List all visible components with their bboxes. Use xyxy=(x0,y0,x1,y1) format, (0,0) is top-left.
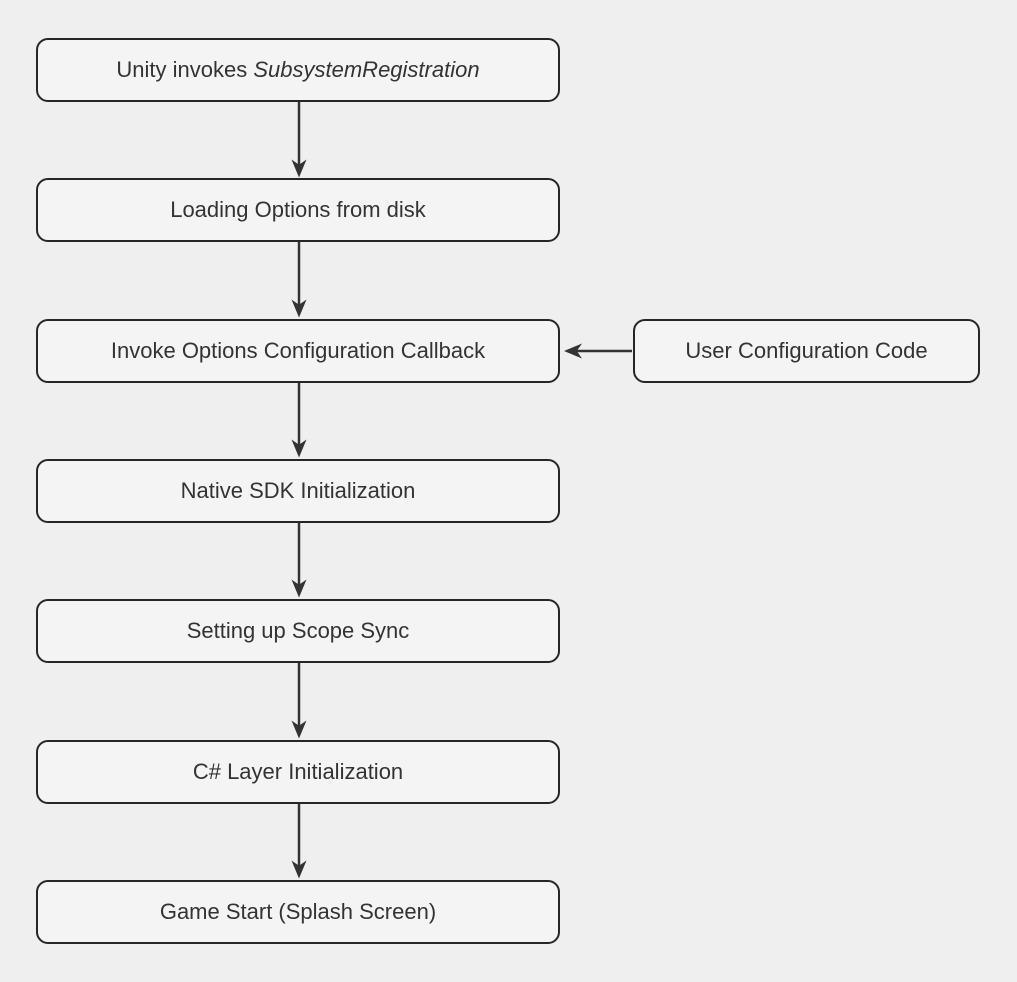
node-label: Setting up Scope Sync xyxy=(186,617,410,643)
flow-node-csharp-layer: C# Layer Initialization xyxy=(36,740,560,804)
node-label: User Configuration Code xyxy=(685,337,928,363)
node-label: Native SDK Initialization xyxy=(180,477,416,503)
node-label: C# Layer Initialization xyxy=(192,758,404,784)
flow-node-native-sdk: Native SDK Initialization xyxy=(36,459,560,523)
node-label: Loading Options from disk xyxy=(170,196,426,222)
flow-node-scope-sync: Setting up Scope Sync xyxy=(36,599,560,663)
flow-node-game-start: Game Start (Splash Screen) xyxy=(36,880,560,944)
node-label: Invoke Options Configuration Callback xyxy=(110,337,486,363)
flow-node-unity-invokes: Unity invokes SubsystemRegistration xyxy=(36,38,560,102)
flow-node-invoke-callback: Invoke Options Configuration Callback xyxy=(36,319,560,383)
flow-node-loading-options: Loading Options from disk xyxy=(36,178,560,242)
node-label-italic: SubsystemRegistration xyxy=(253,56,480,82)
node-label: Game Start (Splash Screen) xyxy=(159,898,437,924)
flow-node-user-config: User Configuration Code xyxy=(633,319,980,383)
node-label: Unity invokes xyxy=(116,56,254,82)
